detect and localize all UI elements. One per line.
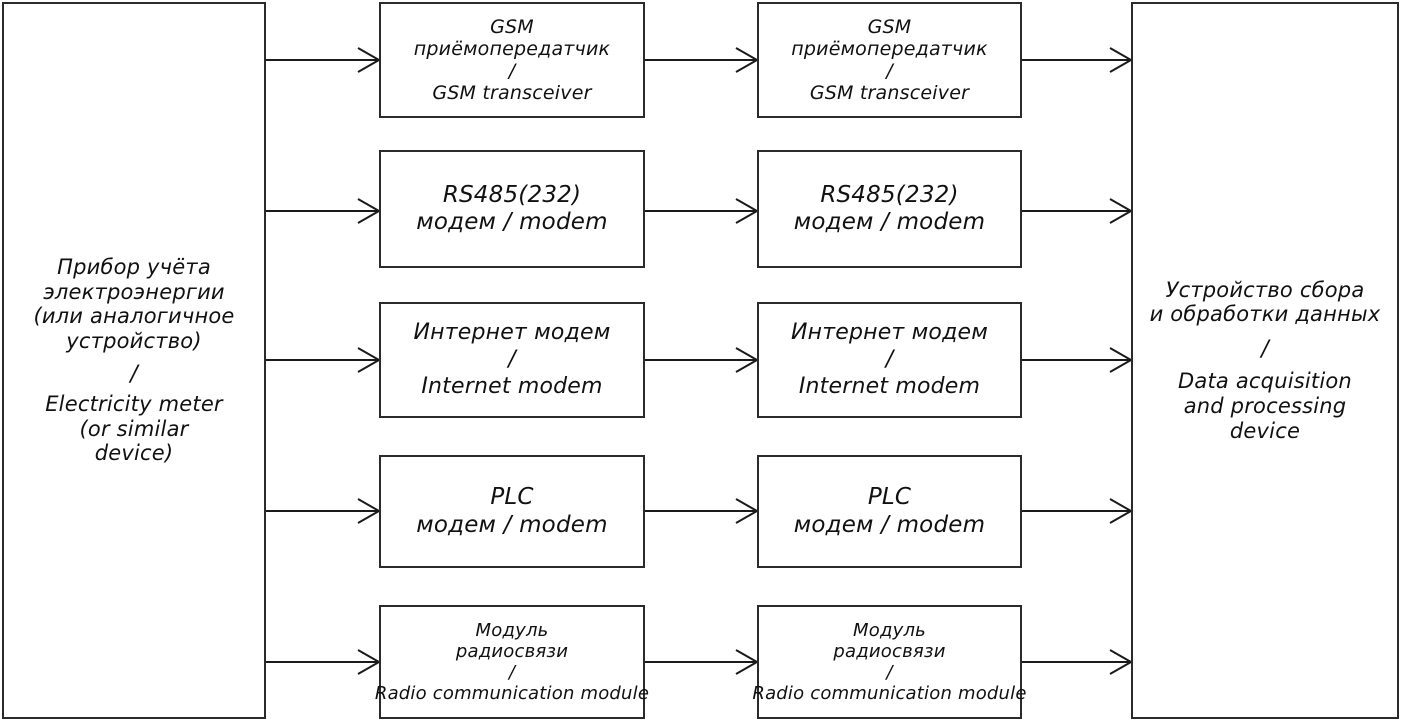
gsm-far-ru-1: GSM [867,15,912,38]
plc-near-ru-1: PLC [490,484,534,511]
daq-label-en-2: and processing [1183,393,1347,418]
block-radio-module-far: Модуль радиосвязи / Radio communication … [752,605,1026,719]
block-rs485-modem-far: RS485(232) модем / modem [757,150,1022,268]
gsm-far-ru-2: приёмопередатчик [791,38,988,61]
meter-separator: / [130,361,138,387]
gsm-near-ru-2: приёмопередатчик [413,38,611,61]
daq-label-ru-2: и обработки данных [1149,302,1381,327]
radio-far-separator: / [886,661,893,683]
internet-near-ru-1: Интернет модем [413,320,611,346]
block-data-acquisition-device: Устройство сбора и обработки данных / Da… [1131,2,1399,719]
internet-far-ru-1: Интернет модем [790,320,989,346]
block-plc-modem-near: PLC модем / modem [379,455,645,568]
block-gsm-transceiver-near: GSM приёмопередатчик / GSM transceiver [379,2,645,118]
meter-label-en-3: device) [94,441,174,466]
radio-far-ru-1: Модуль [853,620,926,642]
block-electricity-meter: Прибор учёта электроэнергии (или аналоги… [2,2,266,719]
rs485-near-ru-1: RS485(232) [442,181,582,208]
radio-near-en-1: Radio communication module [374,682,650,704]
block-rs485-modem-near: RS485(232) модем / modem [379,150,645,268]
rs485-near-ru-2: модем / modem [416,209,608,235]
gsm-near-ru-1: GSM [490,15,534,38]
internet-near-separator: / [508,347,516,372]
radio-far-en-1: Radio communication module [752,682,1027,704]
block-gsm-transceiver-far: GSM приёмопередатчик / GSM transceiver [757,2,1022,118]
radio-near-ru-1: Модуль [475,620,549,642]
internet-far-separator: / [885,347,894,372]
rs485-far-ru-2: модем / modem [793,209,986,235]
rs485-far-ru-1: RS485(232) [820,181,959,208]
gsm-far-en-1: GSM transceiver [809,81,970,104]
daq-label-en-1: Data acquisition [1178,369,1352,394]
plc-far-ru-2: модем / modem [793,511,986,538]
radio-far-ru-2: радиосвязи [833,641,946,663]
daq-separator: / [1261,337,1269,363]
block-internet-modem-far: Интернет модем / Internet modem [757,302,1022,418]
gsm-far-separator: / [886,59,893,82]
meter-label-ru-4: устройство) [66,329,202,354]
meter-label-ru-1: Прибор учёта [57,254,211,279]
internet-near-en-1: Internet modem [421,374,603,399]
meter-label-ru-3: (или аналогичное [33,304,235,329]
meter-label-en-2: (or similar [79,416,189,441]
meter-label-ru-2: электроэнергии [43,279,225,304]
internet-far-en-1: Internet modem [798,374,981,399]
block-radio-module-near: Модуль радиосвязи / Radio communication … [375,605,649,719]
plc-far-ru-1: PLC [867,484,912,511]
daq-label-ru-1: Устройство сбора [1165,277,1365,302]
meter-label-en-1: Electricity meter [45,391,223,416]
gsm-near-en-1: GSM transceiver [432,81,592,104]
gsm-near-separator: / [508,59,516,82]
plc-near-ru-2: модем / modem [416,511,608,538]
radio-near-separator: / [508,661,516,683]
daq-label-en-3: device [1229,418,1301,443]
block-internet-modem-near: Интернет модем / Internet modem [379,302,645,418]
radio-near-ru-2: радиосвязи [455,641,569,663]
block-plc-modem-far: PLC модем / modem [757,455,1022,568]
